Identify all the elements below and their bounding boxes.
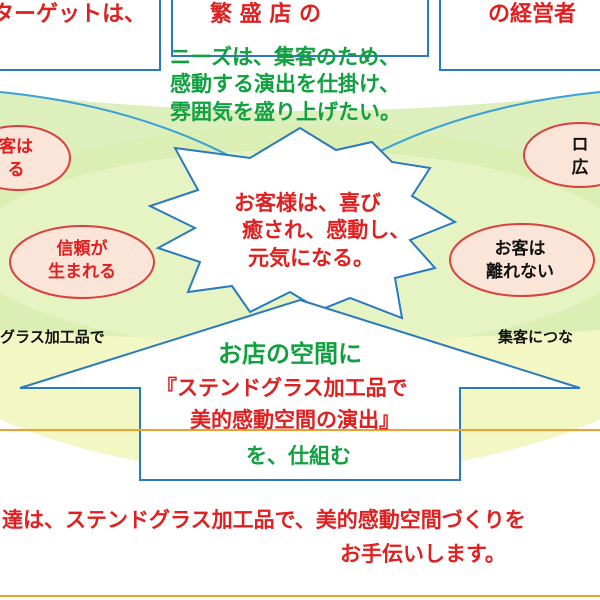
oval-top-left [0, 125, 71, 191]
needs-line-2: 感動する演出を仕掛け、 [170, 72, 400, 97]
oval-top-left-line-2: る [7, 159, 25, 180]
top-right-box-text: の経営者 [488, 2, 577, 27]
burst-line-2: 癒され、感動し、 [242, 218, 411, 243]
top-left-box [0, 0, 161, 71]
oval-mid-right-text: お客は 離れない [470, 238, 570, 284]
burst-line-1: お客様は、喜び [234, 191, 381, 215]
house-line-3: 美的感動空間の演出』 [190, 408, 400, 432]
top-center-box [171, 0, 429, 57]
house-shape [19, 298, 581, 481]
oval-top-left-line-1: 客は [0, 137, 33, 157]
side-label-left: グラス加工品で [0, 328, 105, 346]
top-right-box [439, 0, 600, 71]
side-label-right: 集客につな [498, 328, 574, 346]
top-left-box-text: ターゲットは、 [0, 2, 147, 27]
oval-mid-left-line-2: 生まれる [48, 261, 116, 282]
oval-top-right [523, 122, 600, 188]
house-line-4: を、仕組む [246, 444, 351, 468]
oval-mid-left [9, 225, 155, 299]
house-line-2: 『ステンドグラス加工品で [156, 376, 408, 400]
footer-line-2: お手伝いします。 [340, 542, 506, 566]
oval-top-left-text: 客は る [0, 136, 46, 182]
oval-top-right-text: ロ 広 [560, 134, 600, 180]
oval-top-right-line-2: 広 [571, 157, 589, 178]
top-center-title: 繁 盛 店 の [210, 2, 321, 27]
needs-line-3: 雰囲気を盛り上げたい。 [170, 99, 401, 124]
oval-top-right-line-1: ロ [571, 135, 589, 155]
oval-mid-left-line-1: 信頼が [56, 239, 108, 259]
burst-line-3: 元気になる。 [248, 245, 374, 270]
needs-text: ニーズは、集客のため、 感動する演出を仕掛け、 雰囲気を盛り上げたい。 [170, 44, 401, 126]
needs-line-1: ニーズは、集客のため、 [170, 45, 400, 69]
house-line-1: お店の空間に [218, 340, 362, 368]
oval-mid-right-line-2: 離れない [486, 261, 554, 282]
oval-mid-right-line-1: お客は [494, 239, 546, 259]
burst-text: お客様は、喜び 癒され、感動し、 元気になる。 [230, 190, 410, 272]
explosion-burst [147, 126, 458, 320]
oval-mid-right [449, 223, 595, 297]
oval-mid-left-text: 信頼が 生まれる [22, 238, 142, 284]
footer-line-1: 達は、ステンドグラス加工品で、美的感動空間づくりを [2, 508, 526, 532]
